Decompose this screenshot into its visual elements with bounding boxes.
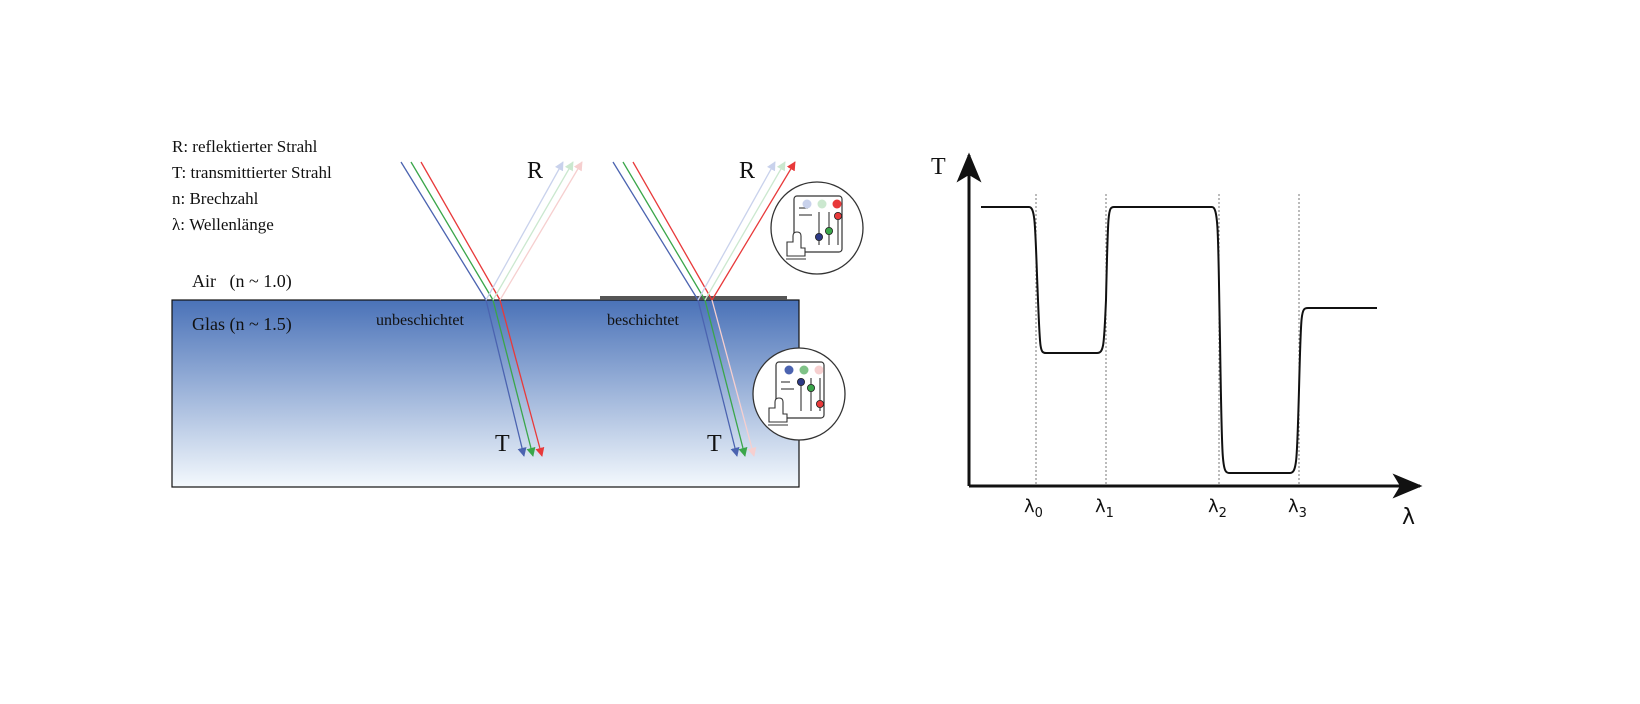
transmitted-beam-blue [485,299,527,457]
reflected-beam-blue [697,161,776,301]
air-label: Air (n ~ 1.0) [192,271,292,292]
marker-label-2: λ2 [1208,496,1227,521]
mixer-sliders-icon [752,347,846,441]
uncoated-reflect-label: R [527,158,543,184]
legend: R: reflektierter Strahl T: transmittiert… [172,137,332,234]
glass-block [171,299,800,488]
coated-label: beschichtet [607,312,680,329]
reflected-beam-red [499,161,583,301]
legend-transmitted: T: transmittierter Strahl [172,163,332,182]
transmitted-beam-blue [697,299,740,457]
marker-label-0: λ0 [1024,496,1043,521]
reflected-beam-green [492,161,574,301]
incident-beam-green [622,161,706,301]
reflected-beam-red [711,161,796,301]
transmission-curve [981,206,1377,474]
coated-transmit-label: T [707,431,722,457]
transmitted-beam-red [711,299,757,457]
uncoated-beams [400,161,583,457]
incident-beam-blue [612,161,699,301]
coating-layer [600,296,787,300]
marker-label-3: λ3 [1288,496,1307,521]
y-axis-label: T [931,154,946,180]
transmitted-beam-green [704,299,748,457]
coated-reflect-label: R [739,158,755,184]
reflected-beam-blue [485,161,564,301]
transmitted-beam-red [499,299,545,457]
uncoated-transmit-label: T [495,431,510,457]
marker-label-1: λ1 [1095,496,1114,521]
incident-beam-red [420,161,501,301]
glass-label: Glas (n ~ 1.5) [192,314,292,335]
mixer-sliders-icon [770,181,864,275]
transmission-graph: T λ λ0 λ1 λ2 λ3 [931,152,1423,530]
x-axis-label: λ [1402,505,1415,530]
uncoated-label: unbeschichtet [376,312,465,329]
coated-beams [612,161,796,457]
transmitted-beam-green [492,299,536,457]
incident-beam-green [410,161,494,301]
incident-beam-red [632,161,713,301]
incident-beam-blue [400,161,487,301]
legend-wavelength: λ: Wellenlänge [172,215,274,234]
legend-refractive-index: n: Brechzahl [172,189,259,208]
reflected-beam-green [704,161,786,301]
legend-reflected: R: reflektierter Strahl [172,137,318,156]
